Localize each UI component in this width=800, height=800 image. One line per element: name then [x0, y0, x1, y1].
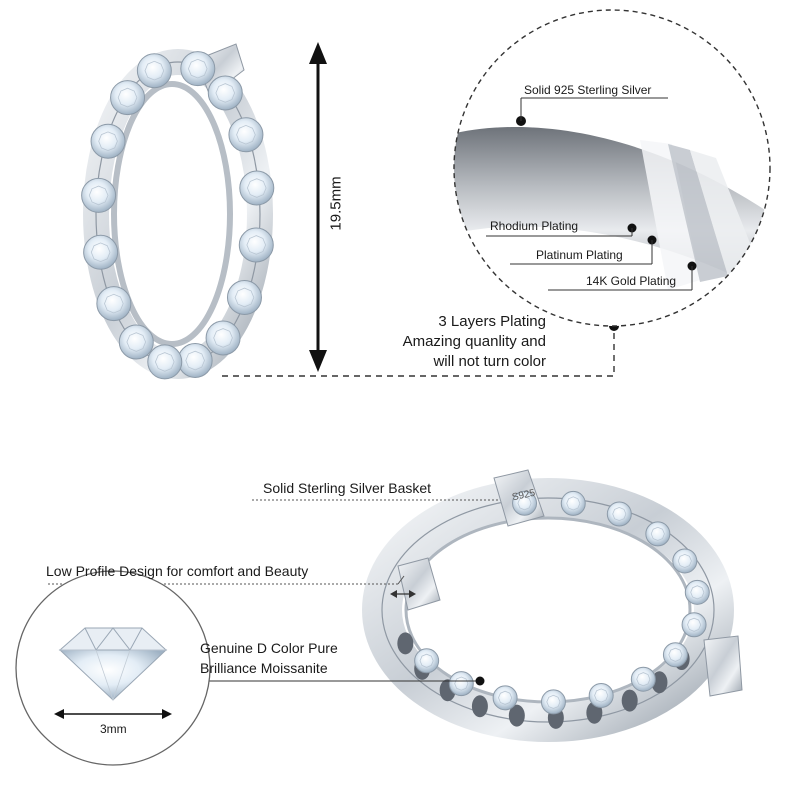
gem-icon — [90, 123, 126, 159]
gem-icon — [414, 648, 440, 674]
gem-icon — [207, 75, 243, 111]
gem-icon — [118, 324, 154, 360]
stone-description-line-1: Genuine D Color Pure — [200, 640, 338, 656]
height-label: 19.5mm — [327, 176, 345, 231]
gem-icon — [672, 548, 698, 574]
basket-label: Solid Sterling Silver Basket — [263, 480, 432, 496]
gold-plating-label: 14K Gold Plating — [586, 274, 677, 288]
basket-hole — [397, 632, 414, 655]
gem-icon — [96, 286, 132, 322]
hoop-earring-side-view — [362, 469, 743, 742]
stone-closeup — [15, 570, 211, 766]
gem-icon — [606, 501, 632, 527]
gem-icon — [238, 227, 274, 263]
gem-icon — [110, 80, 146, 116]
stone-size-label: 3mm — [100, 722, 127, 736]
gem-icon — [645, 521, 671, 547]
feature-callout-lines — [48, 499, 498, 686]
low-profile-label: Low Profile Design for comfort and Beaut… — [46, 563, 309, 579]
basket-hole — [508, 704, 525, 727]
gem-icon — [684, 579, 710, 605]
gem-icon — [540, 689, 566, 715]
moissanite-stones-side — [414, 490, 710, 715]
gem-icon — [81, 177, 117, 213]
gem-icon — [136, 53, 172, 89]
gem-icon — [492, 685, 518, 711]
moissanite-stones-front — [81, 51, 275, 380]
gem-icon — [147, 344, 183, 380]
silver-core-label: Solid 925 Sterling Silver — [524, 83, 652, 97]
plating-closeup — [453, 9, 771, 327]
gem-icon — [681, 612, 707, 638]
gem-icon — [83, 234, 119, 270]
gem-icon — [226, 279, 262, 315]
gem-icon — [239, 170, 275, 206]
gem-icon — [662, 642, 688, 668]
plating-summary-title: 3 Layers Plating — [438, 313, 546, 330]
basket-hole — [471, 695, 488, 718]
gem-icon — [205, 320, 241, 356]
gem-icon — [228, 117, 264, 153]
basket-hole — [621, 689, 638, 712]
gem-icon — [588, 683, 614, 709]
plating-summary-line-2: Amazing quanlity and — [402, 333, 546, 350]
gem-icon — [630, 666, 656, 692]
gem-icon — [560, 490, 586, 516]
gem-icon — [448, 671, 474, 697]
gem-icon — [177, 343, 213, 379]
gem-icon — [512, 490, 538, 516]
stone-description-line-2: Brilliance Moissanite — [200, 660, 328, 676]
hoop-earring-front-view — [81, 43, 275, 380]
gem-icon — [180, 51, 216, 87]
basket-openings — [397, 632, 690, 729]
platinum-plating-label: Platinum Plating — [536, 248, 623, 262]
plating-summary-line-3: will not turn color — [433, 353, 546, 370]
rhodium-plating-label: Rhodium Plating — [490, 219, 579, 233]
